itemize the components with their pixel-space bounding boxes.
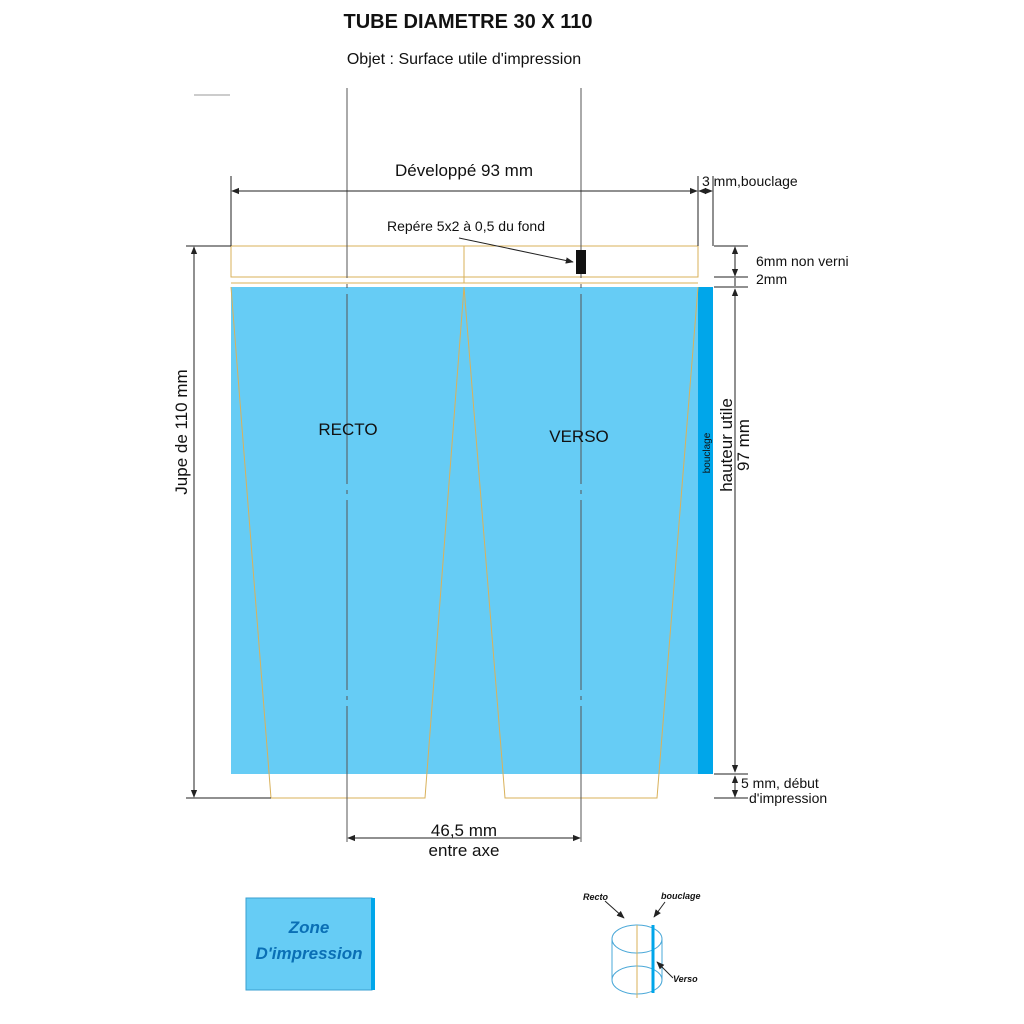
non-verni-label: 6mm non verni <box>756 253 849 269</box>
debut-label-2: d'impression <box>749 790 827 806</box>
mini-tube-sketch <box>604 900 674 998</box>
repere-leader <box>458 237 574 264</box>
mini-bouclage-label: bouclage <box>661 891 701 901</box>
mini-recto-label: Recto <box>583 892 609 902</box>
legend-line-1: Zone <box>288 918 330 937</box>
registration-mark <box>576 250 586 274</box>
bouclage-strip-label: bouclage <box>702 432 713 473</box>
jupe-label: Jupe de 110 mm <box>172 369 191 494</box>
repere-label: Repére 5x2 à 0,5 du fond <box>387 218 545 234</box>
recto-label: RECTO <box>318 420 377 439</box>
developpe-label: Développé 93 mm <box>395 161 533 180</box>
bouclage-strip <box>698 287 713 774</box>
verso-label: VERSO <box>549 427 609 446</box>
print-zone <box>231 287 698 774</box>
legend-line-2: D'impression <box>255 944 362 963</box>
legend-swatch <box>245 897 373 991</box>
bouclage-width-label: 3 mm,bouclage <box>702 173 798 189</box>
hauteur-utile-label: hauteur utile <box>717 398 736 492</box>
diagram-title: TUBE DIAMETRE 30 X 110 <box>344 11 593 33</box>
legend-strip <box>371 898 375 990</box>
diagram-subtitle: Objet : Surface utile d'impression <box>347 51 581 68</box>
entre-axe-label-2: entre axe <box>429 841 500 860</box>
debut-label-1: 5 mm, début <box>741 775 819 791</box>
mini-verso-label: Verso <box>673 974 698 984</box>
entre-axe-label-1: 46,5 mm <box>431 821 497 840</box>
two-mm-label: 2mm <box>756 271 787 287</box>
hauteur-utile-value: 97 mm <box>734 419 753 471</box>
